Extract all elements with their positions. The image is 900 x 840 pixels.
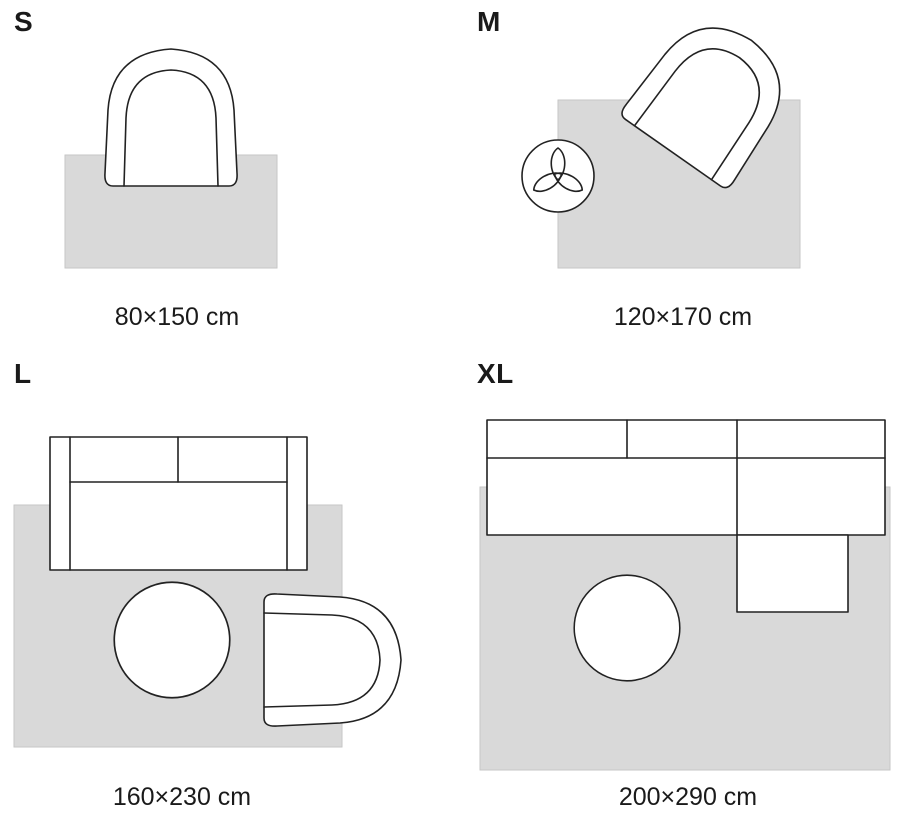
size-label-s: S xyxy=(14,6,34,37)
plant-icon xyxy=(521,139,595,213)
armchair-icon xyxy=(104,48,238,187)
figure-l xyxy=(13,436,402,748)
armchair-icon xyxy=(263,593,402,727)
dimension-label-s: 80×150 cm xyxy=(114,303,240,331)
sofa-icon xyxy=(49,436,308,571)
figure-xl xyxy=(479,419,891,771)
pouf-icon xyxy=(573,574,681,682)
dimension-label-m: 120×170 cm xyxy=(613,303,753,331)
size-label-xl: XL xyxy=(477,358,514,389)
corner-sofa-icon xyxy=(486,419,886,613)
size-label-l: L xyxy=(14,358,32,389)
size-label-m: M xyxy=(477,6,501,37)
figure-s xyxy=(64,48,278,269)
dimension-label-l: 160×230 cm xyxy=(112,783,252,811)
figure-m xyxy=(521,10,807,269)
pouf-icon xyxy=(113,581,231,699)
dimension-label-xl: 200×290 cm xyxy=(618,783,758,811)
